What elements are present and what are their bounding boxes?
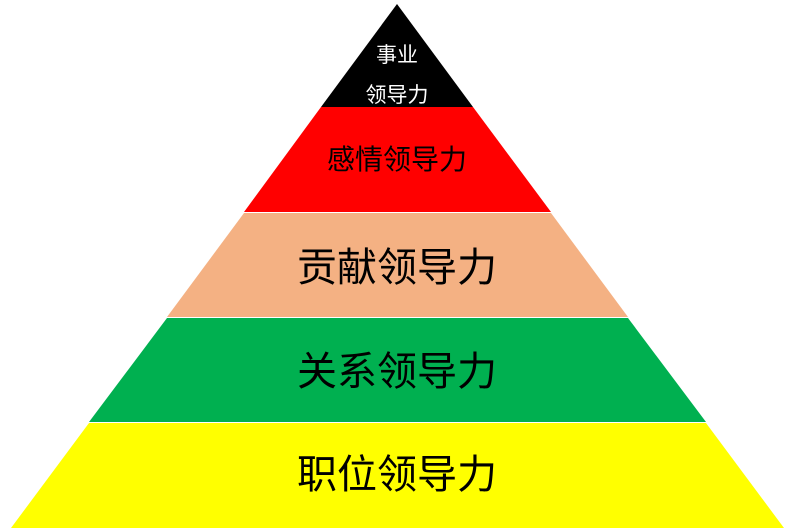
tier-2-label: 感情领导力 xyxy=(327,143,467,176)
tier-1-label-line-2: 领导力 xyxy=(366,83,429,107)
pyramid-tier-5: 职位领导力 xyxy=(11,423,784,528)
pyramid-tier-1: 事业 领导力 xyxy=(321,4,473,107)
pyramid-tier-4: 关系领导力 xyxy=(89,318,706,422)
tier-1-shape xyxy=(321,4,473,107)
tier-3-shape xyxy=(167,213,628,317)
tier-4-label: 关系领导力 xyxy=(297,349,497,395)
tier-3-label: 贡献领导力 xyxy=(297,245,497,291)
tier-5-shape xyxy=(11,423,784,528)
tier-1-label-line-1: 事业 xyxy=(376,43,418,67)
pyramid-tier-2: 感情领导力 xyxy=(244,107,551,212)
pyramid-tier-3: 贡献领导力 xyxy=(167,213,628,317)
tier-4-shape xyxy=(89,318,706,422)
tier-2-shape xyxy=(244,107,551,212)
tier-5-label: 职位领导力 xyxy=(297,452,497,498)
